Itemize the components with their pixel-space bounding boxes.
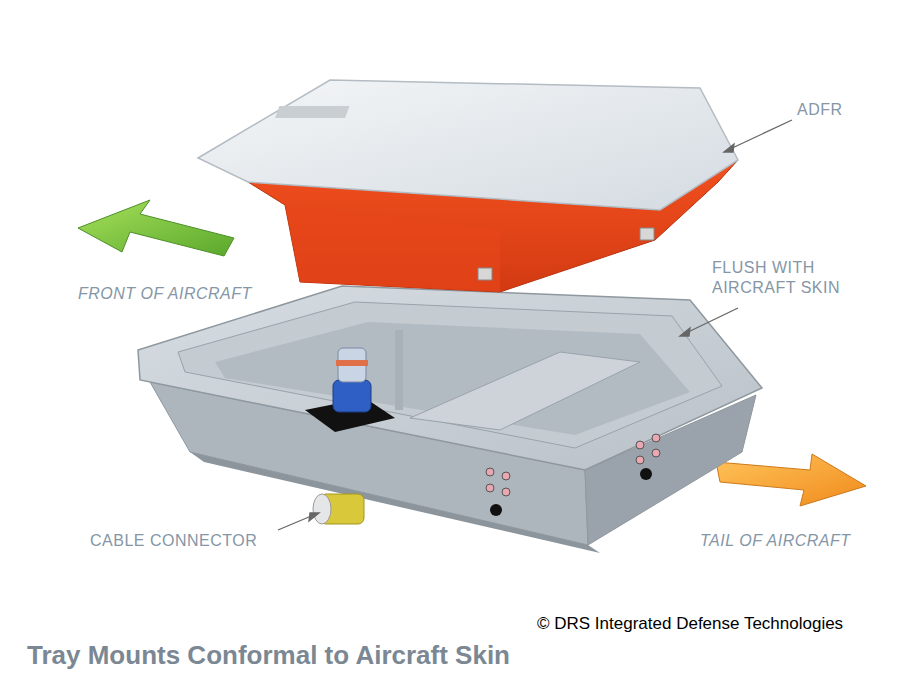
part-label: FLUSH WITH AIRCRAFT SKIN	[712, 258, 872, 298]
part-label: ADFR	[797, 100, 843, 120]
direction-label: FRONT OF AIRCRAFT	[78, 284, 252, 304]
tray-recess-floor	[215, 322, 690, 435]
lid-top	[198, 80, 738, 210]
figure-caption: Tray Mounts Conformal to Aircraft Skin	[27, 640, 510, 671]
connector-ring	[336, 360, 368, 366]
bolt-group	[486, 434, 660, 496]
tray-rib	[395, 330, 403, 410]
lid-fastener	[640, 228, 654, 240]
direction-label: TAIL OF AIRCRAFT	[700, 531, 851, 551]
tray-divider	[410, 352, 640, 430]
tail-arrow	[716, 454, 866, 506]
leader-lines	[278, 120, 792, 530]
bolt-heads	[490, 468, 652, 516]
tray-recess	[178, 302, 722, 448]
part-label: CABLE CONNECTOR	[90, 531, 257, 551]
lid-plate	[275, 106, 349, 118]
connector-body	[333, 380, 371, 412]
lid-side-front	[285, 205, 500, 292]
lid-fastener	[478, 268, 492, 280]
front-arrow	[78, 200, 234, 256]
tray-rim	[138, 286, 762, 470]
copyright-note: © DRS Integrated Defense Technologies	[537, 613, 843, 634]
cable-connector-face	[313, 494, 331, 524]
